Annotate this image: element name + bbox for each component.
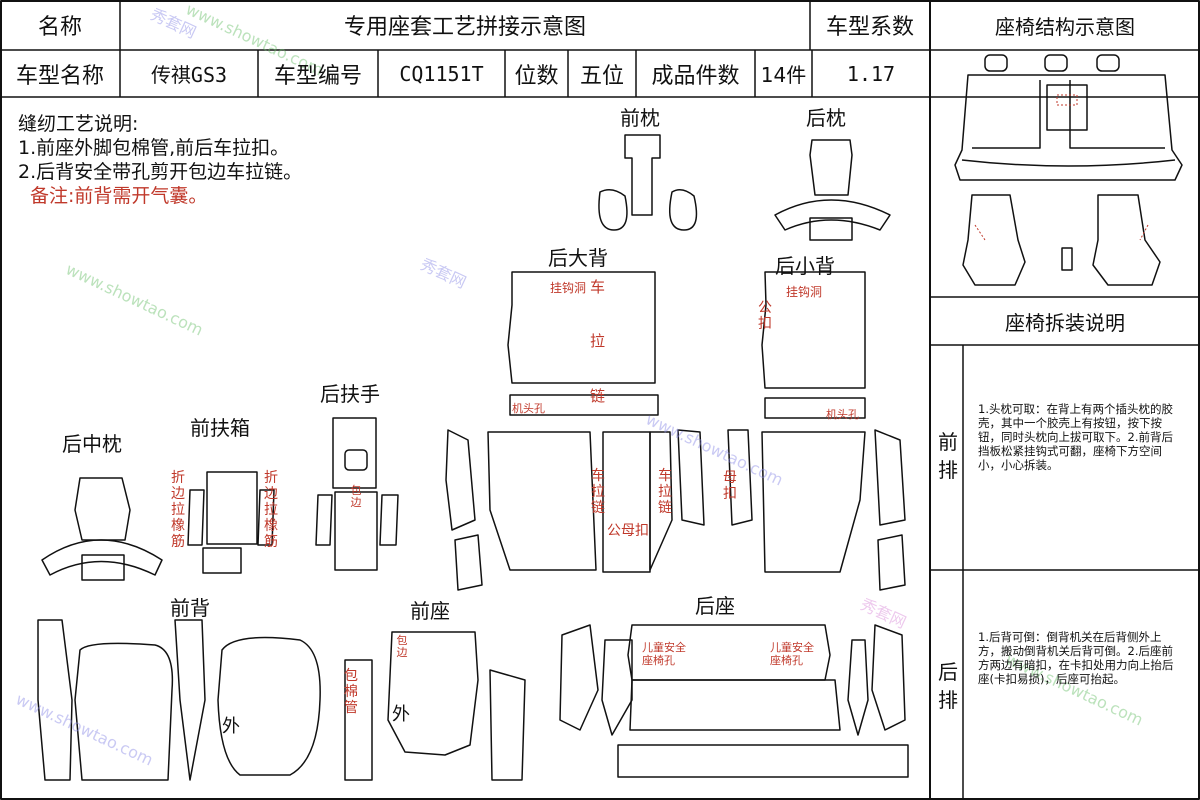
model-name-value: 传祺GS3 bbox=[150, 63, 228, 87]
part-rear-middle-headrest: 后中枕 bbox=[62, 432, 122, 456]
front-row-text: 1.头枕可取：在背上有两个插头枕的胶壳，其中一个胶壳上有按钮，按下按钮，同时头枕… bbox=[978, 402, 1173, 472]
note-male-female-buckle: 公母扣 bbox=[607, 523, 649, 539]
pieces-label: 成品件数 bbox=[651, 63, 740, 89]
note-outer-back: 外 bbox=[222, 716, 240, 737]
note-zipper-right: 车拉链 bbox=[658, 468, 672, 516]
note-machine-hole: 机头孔 bbox=[512, 402, 545, 415]
seat-count-label: 位数 bbox=[514, 63, 559, 89]
header-coef-label: 车型系数 bbox=[825, 15, 914, 40]
note-zipper-left: 车拉链 bbox=[591, 468, 605, 516]
note-female-buckle: 母扣 bbox=[723, 470, 737, 502]
header-name-label: 名称 bbox=[37, 15, 82, 40]
sewing-notes: 缝纫工艺说明: 1.前座外脚包棉管,前后车拉扣。 2.后背安全带孔剪开包边车拉链… bbox=[18, 112, 302, 208]
structure-title: 座椅结构示意图 bbox=[995, 14, 1135, 39]
disassembly-title: 座椅拆装说明 bbox=[1005, 310, 1125, 335]
note-zip-top: 车 bbox=[590, 278, 606, 296]
notes-line-1: 1.前座外脚包棉管,前后车拉扣。 bbox=[18, 137, 290, 159]
part-rear-big-back: 后大背 bbox=[548, 246, 608, 270]
seat-count-value: 五位 bbox=[579, 63, 624, 89]
note-hook-hole: 挂钩洞 bbox=[786, 285, 823, 299]
model-name-label: 车型名称 bbox=[15, 63, 104, 89]
part-rear-armrest: 后扶手 bbox=[320, 382, 380, 406]
part-front-back: 前背 bbox=[170, 596, 210, 620]
front-row-label: 前排 bbox=[938, 430, 958, 482]
pieces-value: 14件 bbox=[760, 63, 807, 87]
part-rear-seat: 后座 bbox=[695, 594, 735, 618]
header-title: 专用座套工艺拼接示意图 bbox=[343, 15, 586, 40]
note-cotton-tube: 包棉管 bbox=[344, 668, 358, 716]
note-fold-elastic-right: 折边拉橡筋 bbox=[264, 470, 278, 550]
part-rear-headrest: 后枕 bbox=[806, 106, 846, 130]
part-front-armrest-box: 前扶箱 bbox=[190, 416, 250, 440]
note-zip-bottom: 链 bbox=[590, 387, 606, 405]
note-hem: 包边 bbox=[350, 484, 362, 509]
rear-row-label: 后排 bbox=[938, 660, 958, 712]
note-machine-hole: 机头孔 bbox=[826, 408, 859, 421]
note-wrap-edge: 包边 bbox=[396, 634, 408, 659]
coef-value: 1.17 bbox=[846, 61, 896, 86]
note-fold-elastic-left: 折边拉橡筋 bbox=[171, 470, 185, 550]
model-code-value: CQ1151T bbox=[399, 61, 484, 86]
notes-heading: 缝纫工艺说明: bbox=[18, 113, 139, 135]
note-zip-mid: 拉 bbox=[590, 332, 606, 350]
note-male-buckle: 公扣 bbox=[758, 300, 772, 332]
notes-remark: 备注:前背需开气囊。 bbox=[30, 185, 208, 207]
note-child-seat-hole: 儿童安全座椅孔 bbox=[770, 641, 814, 667]
note-outer-seat: 外 bbox=[392, 704, 410, 725]
part-rear-small-back: 后小背 bbox=[775, 254, 835, 278]
note-child-seat-hole: 儿童安全座椅孔 bbox=[642, 641, 686, 667]
part-front-headrest: 前枕 bbox=[620, 106, 660, 130]
model-code-label: 车型编号 bbox=[273, 63, 362, 89]
notes-line-2: 2.后背安全带孔剪开包边车拉链。 bbox=[18, 161, 303, 183]
note-hook-hole: 挂钩洞 bbox=[550, 281, 587, 295]
rear-row-text: 1.后背可倒：倒背机关在后背侧外上方，搬动倒背机关后背可倒。2.后座前方两边有暗… bbox=[978, 630, 1174, 686]
part-front-seat: 前座 bbox=[410, 599, 450, 623]
